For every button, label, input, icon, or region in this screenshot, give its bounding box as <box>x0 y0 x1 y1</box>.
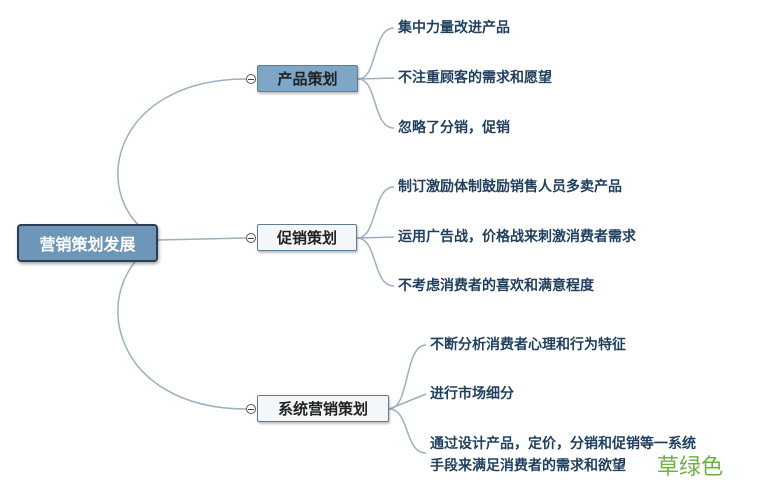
collapse-icon[interactable] <box>246 233 256 243</box>
connector-b3-l8 <box>388 393 427 410</box>
collapse-icon[interactable] <box>246 404 256 414</box>
leaf-node[interactable]: 不考虑消费者的喜欢和满意程度 <box>398 278 594 294</box>
connector-b1-l3 <box>357 78 395 129</box>
connector-b2-l6 <box>356 237 395 287</box>
branch-node-product[interactable]: 产品策划 <box>257 65 358 92</box>
connector-b1-l2 <box>357 77 395 80</box>
connector-root-b3 <box>117 241 247 410</box>
connector-b3-l7 <box>388 344 427 410</box>
leaf-node[interactable]: 不断分析消费者心理和行为特征 <box>430 337 626 353</box>
leaf-node[interactable]: 运用广告战，价格战来刺激消费者需求 <box>398 229 636 245</box>
collapse-icon[interactable] <box>246 74 256 84</box>
leaf-node[interactable]: 忽略了分销，促销 <box>398 120 510 136</box>
connector-root-b2 <box>157 237 247 241</box>
branch-node-system-marketing[interactable]: 系统营销策划 <box>257 395 389 422</box>
branch-node-label: 促销策划 <box>276 229 337 247</box>
connector-b2-l4 <box>356 186 395 239</box>
leaf-node[interactable]: 集中力量改进产品 <box>398 20 510 36</box>
branch-node-label: 产品策划 <box>277 70 338 88</box>
connector-b3-l9 <box>388 408 427 454</box>
leaf-node-multiline[interactable]: 通过设计产品，定价，分销和促销等一系统 手段来满足消费者的需求和欲望 <box>430 433 696 477</box>
connector-root-b1 <box>117 78 247 241</box>
root-node-label: 营销策划发展 <box>39 235 136 254</box>
leaf-node[interactable]: 制订激励体制鼓励销售人员多卖产品 <box>398 179 622 195</box>
connector-b1-l1 <box>357 27 395 80</box>
leaf-node-line: 通过设计产品，定价，分销和促销等一系统 <box>430 436 696 452</box>
branch-node-label: 系统营销策划 <box>277 400 368 418</box>
connector-b2-l5 <box>356 236 395 239</box>
watermark-text: 草绿色 <box>655 449 726 481</box>
branch-node-promotion[interactable]: 促销策划 <box>257 224 357 251</box>
leaf-node[interactable]: 不注重顾客的需求和愿望 <box>398 70 552 86</box>
leaf-node-line: 手段来满足消费者的需求和欲望 <box>430 458 626 474</box>
root-node[interactable]: 营销策划发展 <box>17 224 158 262</box>
leaf-node[interactable]: 进行市场细分 <box>430 386 514 402</box>
